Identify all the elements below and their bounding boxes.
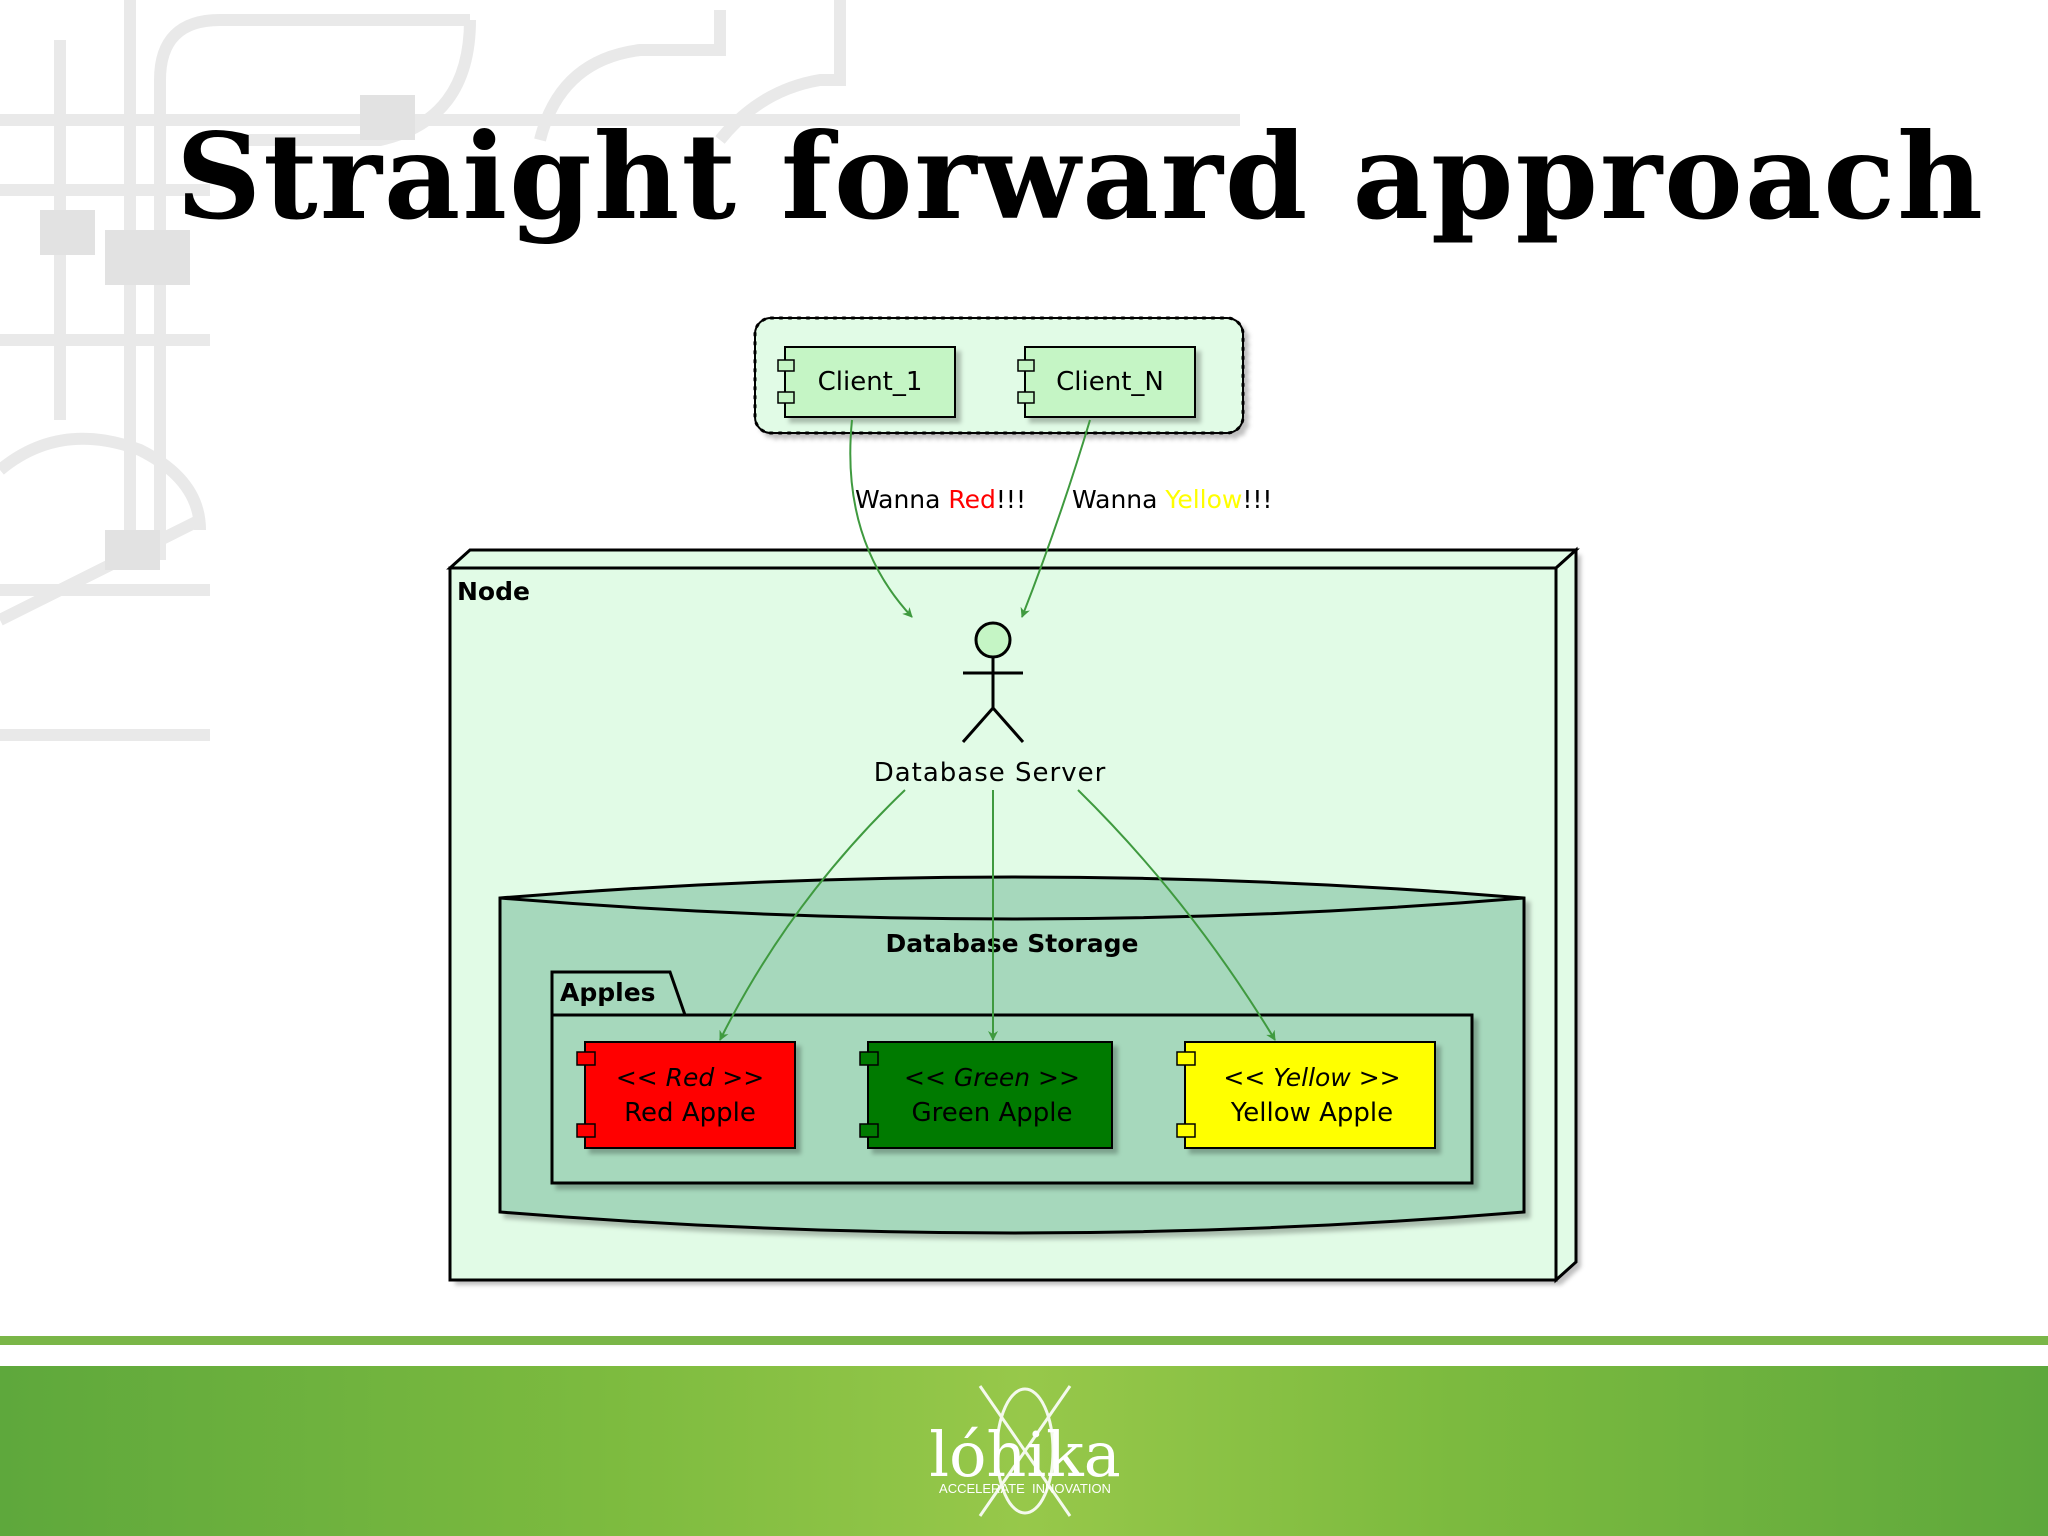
client-n-component: Client_N <box>1017 346 1196 418</box>
client-1-component: Client_1 <box>777 346 956 418</box>
logo-wordmark: lóhika <box>929 1418 1120 1491</box>
red-apple-name: Red Apple <box>624 1098 756 1128</box>
request-label-yellow: Wanna Yellow!!! <box>1072 485 1272 514</box>
request-color-word-yellow: Yellow <box>1164 485 1242 514</box>
client-1-label: Client_1 <box>818 367 923 397</box>
green-apple-component: << Green >> Green Apple <box>859 1041 1113 1149</box>
database-server-label: Database Server <box>874 758 1107 788</box>
apples-package-label: Apples <box>560 978 656 1007</box>
red-apple-stereotype: << Red >> <box>616 1063 764 1092</box>
yellow-apple-stereotype: << Yellow >> <box>1223 1063 1400 1092</box>
lohika-logo: lóhika ACCELERATE INNOVATION <box>929 1385 1121 1517</box>
logo-tagline: ACCELERATE INNOVATION <box>939 1481 1111 1496</box>
client-n-label: Client_N <box>1056 367 1164 397</box>
request-color-word-red: Red <box>948 485 996 514</box>
node-label: Node <box>457 577 530 606</box>
footer-divider-line <box>0 1336 2048 1345</box>
arrow-server-to-yellow-apple <box>1077 789 1276 1041</box>
arrow-clientn-to-server <box>1020 419 1091 618</box>
yellow-apple-component: << Yellow >> Yellow Apple <box>1176 1041 1436 1149</box>
yellow-apple-name: Yellow Apple <box>1230 1098 1393 1128</box>
arrow-server-to-red-apple <box>719 789 906 1041</box>
database-storage-label: Database Storage <box>886 929 1139 958</box>
slide-title: Straight forward approach <box>176 107 1985 246</box>
green-apple-name: Green Apple <box>911 1098 1072 1128</box>
red-apple-component: << Red >> Red Apple <box>576 1041 796 1149</box>
arrow-client1-to-server <box>849 419 913 618</box>
request-label-red: Wanna Red!!! <box>855 485 1026 514</box>
uml-deployment-diagram: Client_1 Client_N Node Database Server D… <box>446 316 1580 1284</box>
database-server-actor <box>961 621 1025 743</box>
green-apple-stereotype: << Green >> <box>904 1063 1080 1092</box>
